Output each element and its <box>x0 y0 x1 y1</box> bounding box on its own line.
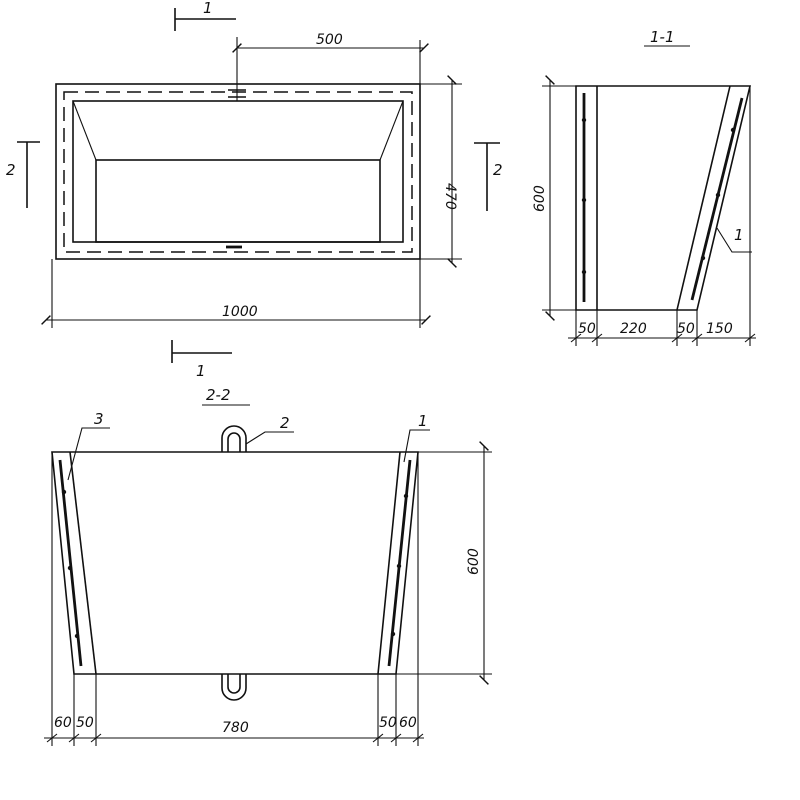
section-marker-right-label: 2 <box>493 161 503 179</box>
section-2-2-dim-bottom-5: 60 <box>399 715 417 731</box>
plan-dim-right-label: 470 <box>442 183 458 210</box>
section-2-2-dim-bottom-2: 50 <box>76 715 94 731</box>
section-1-1-callout-label: 1 <box>734 226 744 244</box>
section-2-2: 2-2 3 2 1 600 <box>44 386 492 746</box>
rebar-dot <box>581 117 587 123</box>
lifting-loop-bottom-outer <box>221 674 247 701</box>
section-1-1-rebar-sloped <box>690 97 744 301</box>
section-1-1-dim-ticks <box>570 333 756 343</box>
section-marker-left-label: 2 <box>6 161 16 179</box>
section-1-1-dim-bottom-2: 220 <box>620 321 647 337</box>
section-2-2-rebar-left <box>58 459 83 667</box>
plan-dim-bottom-label: 1000 <box>222 304 258 320</box>
section-2-2-dim-bottom-4: 50 <box>379 715 397 731</box>
section-2-2-dim-bottom-1: 60 <box>54 715 72 731</box>
section-2-2-dim-height-label: 600 <box>466 548 482 575</box>
section-marker-left-symbol <box>17 141 40 208</box>
section-marker-bottom-symbol <box>171 340 232 363</box>
section-1-1-callout-leader <box>716 227 752 253</box>
section-2-2-callout-right-label: 1 <box>418 412 428 430</box>
rebar-dot <box>730 127 736 133</box>
section-marker-top-symbol <box>174 8 236 31</box>
section-2-2-left-wall-inner <box>69 451 97 675</box>
section-1-1-dim-bottom-1: 50 <box>578 321 596 337</box>
section-marker-top-label: 1 <box>203 0 213 17</box>
rebar-dot <box>700 255 706 261</box>
section-2-2-callout-left-leader <box>67 427 110 481</box>
lifting-loop-top-inner <box>227 432 241 452</box>
section-1-1-title: 1-1 <box>650 28 675 46</box>
section-2-2-title: 2-2 <box>206 386 231 404</box>
rebar-dot <box>61 489 67 495</box>
plan-slope-line-left <box>72 100 97 161</box>
section-2-2-callout-right-leader <box>403 429 430 463</box>
rebar-dot <box>715 192 721 198</box>
rebar-dot <box>390 631 396 637</box>
plan-dim-top-label: 500 <box>316 32 343 48</box>
plan-outer-outline <box>55 83 421 260</box>
section-2-2-callout-loop-label: 2 <box>280 414 290 432</box>
lifting-loop-bottom-inner <box>227 674 241 694</box>
section-1-1-dim-bottom-3: 50 <box>677 321 695 337</box>
rebar-dot <box>396 563 402 569</box>
section-marker-bottom-label: 1 <box>196 362 206 380</box>
section-2-2-dim-ticks <box>46 733 424 743</box>
section-2-2-right-wall-inner <box>377 451 401 675</box>
section-1-1-sloped-wall-inner <box>676 85 731 311</box>
section-1-1-outline <box>575 85 752 311</box>
plan-inner-top-edge <box>72 100 404 243</box>
section-1-1-dim-bottom-4: 150 <box>706 321 733 337</box>
plan-reinforcement-dashed <box>63 91 413 253</box>
rebar-dot <box>581 269 587 275</box>
plan-inner-bottom <box>95 159 381 243</box>
plan-view: 500 470 1000 1 1 2 2 <box>6 0 503 380</box>
lifting-loop-top-outer <box>221 425 247 452</box>
section-2-2-callout-loop-leader <box>245 431 294 445</box>
plan-slope-line-right <box>379 100 404 161</box>
section-2-2-outline <box>51 451 419 675</box>
section-1-1-dim-height-label: 600 <box>532 185 548 212</box>
section-2-2-callout-left-label: 3 <box>94 410 104 428</box>
rebar-dot <box>581 197 587 203</box>
section-1-1: 1-1 1 600 50 220 50 150 <box>532 28 756 346</box>
rebar-dot <box>67 565 73 571</box>
rebar-dot <box>74 633 80 639</box>
section-2-2-dim-bottom-3: 780 <box>222 720 249 736</box>
rebar-dot <box>403 493 409 499</box>
section-marker-right-symbol <box>474 142 500 211</box>
